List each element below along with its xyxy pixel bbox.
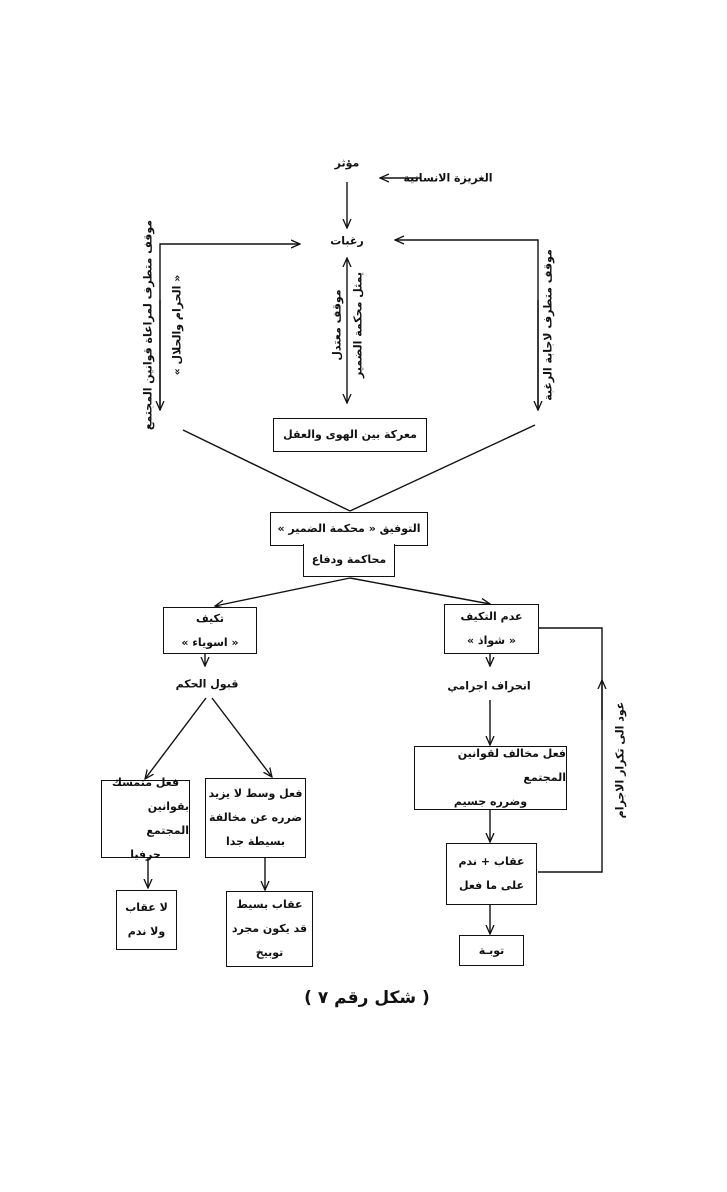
- instinct-label: الغريزة الانسانية: [403, 171, 493, 185]
- no-punish-text-1: لا عقاب: [125, 901, 168, 914]
- violating-text-1: فعل مخالف لقوانين المجتمع: [457, 747, 566, 784]
- battle-box: معركة بين الهوى والعقل: [273, 418, 427, 452]
- center-label-a: موقف معتدل: [330, 289, 344, 361]
- loop-line: [538, 627, 603, 873]
- repentance-text: توبـة: [478, 943, 505, 957]
- repentance-box: توبـة: [459, 935, 524, 966]
- moderate-text-3: بسيطة جدا: [225, 835, 286, 848]
- strict-text-2: بقوانين المجتمع: [146, 800, 189, 837]
- light-punish-text-2: قد يكون مجرد: [231, 922, 308, 935]
- strict-text-1: فعل متمسك: [111, 776, 180, 789]
- adapt-box: تكيف « اسوياء »: [163, 607, 257, 654]
- battle-text: معركة بين الهوى والعقل: [283, 428, 417, 441]
- adapt-text-1: تكيف: [195, 611, 225, 625]
- strict-box: فعل متمسك بقوانين المجتمع حرفيا: [101, 776, 190, 861]
- stimulus-label: مؤثر: [334, 156, 360, 170]
- no-punish-box: لا عقاب ولا ندم: [116, 890, 177, 950]
- moderate-text-1: فعل وسط لا يزيد: [208, 787, 303, 800]
- violating-text-2: وضرره جسيم: [453, 795, 528, 808]
- deviation-label: انحراف اجرامي: [447, 679, 531, 693]
- trial-text: محاكمة ودفاع: [311, 553, 387, 566]
- reconcile-box: التوفيق « محكمة الضمير »: [270, 512, 428, 546]
- adapt-text-2: « اسوياء »: [181, 635, 239, 649]
- accept-label: قبول الحكم: [175, 677, 239, 691]
- line-left-merge: [182, 429, 351, 512]
- light-punish-text-3: توبيخ: [255, 946, 284, 959]
- punish-regret-text-1: عقاب + ندم: [458, 855, 525, 868]
- non-adapt-box: عدم التكيف « شواذ »: [444, 604, 539, 654]
- center-label-b: يمثل محكمة الضمير: [351, 271, 365, 379]
- non-adapt-text-2: « شواذ »: [467, 634, 517, 647]
- moderate-box: فعل وسط لا يزيد ضرره عن مخالفة بسيطة جدا: [205, 778, 306, 858]
- left-inner-label: « الحرام والحلال »: [170, 274, 184, 376]
- reconcile-text: التوفيق « محكمة الضمير »: [277, 522, 421, 535]
- punish-regret-box: عقاب + ندم على ما فعل: [446, 843, 537, 905]
- light-punish-text-1: عقاب بسيط: [236, 898, 303, 911]
- loop-label: عود الى تكرار الاجرام: [613, 701, 627, 819]
- light-punish-box: عقاب بسيط قد يكون مجرد توبيخ: [226, 891, 313, 967]
- right-label: موقف متطرف لاجابة الرغبة: [541, 249, 555, 401]
- figure-caption: ( شكل رقم ٧ ): [304, 988, 430, 1008]
- moderate-text-2: ضرره عن مخالفة: [209, 811, 302, 824]
- line-right-merge: [349, 424, 536, 512]
- strict-text-3: حرفيا: [130, 848, 161, 861]
- violating-box: فعل مخالف لقوانين المجتمع وضرره جسيم: [414, 746, 567, 810]
- desires-label: رغبات: [330, 234, 364, 248]
- left-outer-label: موقف متطرف لمراعاة قوانين المجتمع: [141, 219, 155, 431]
- non-adapt-text-1: عدم التكيف: [460, 610, 523, 623]
- punish-regret-text-2: على ما فعل: [459, 879, 524, 892]
- arrow-right-loop: [395, 240, 539, 410]
- trial-box: محاكمة ودفاع: [303, 544, 395, 577]
- no-punish-text-2: ولا ندم: [127, 925, 166, 938]
